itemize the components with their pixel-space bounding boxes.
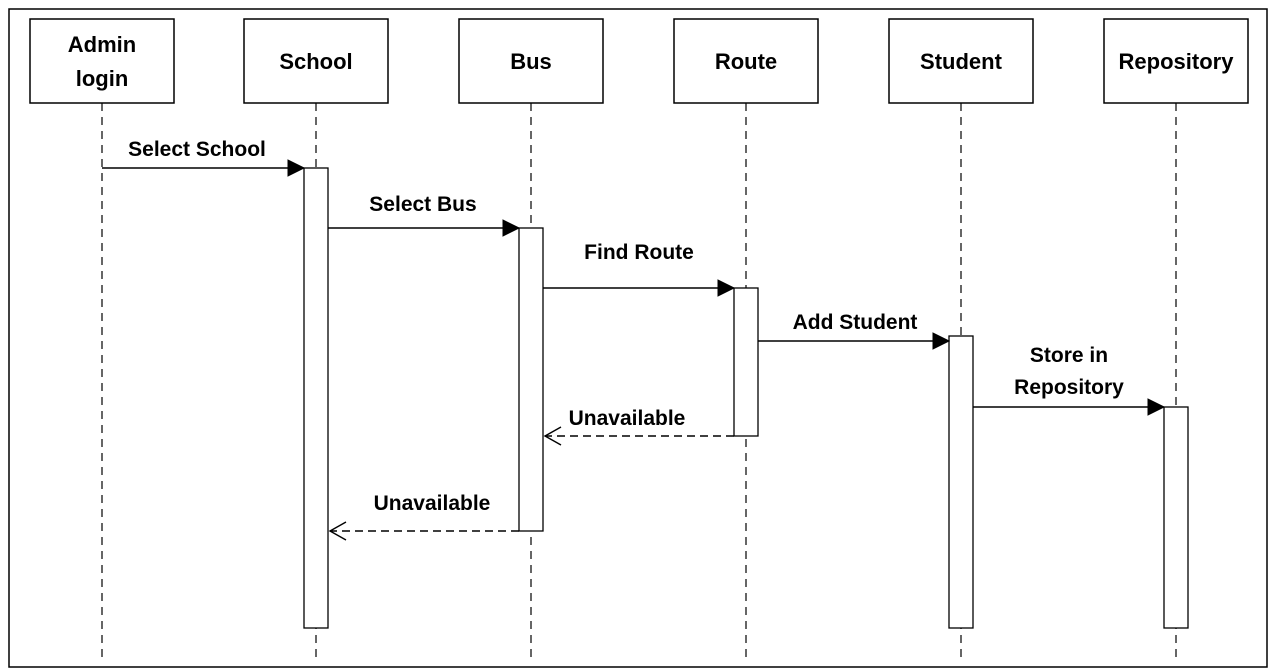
arrowhead-select-bus <box>502 219 521 237</box>
participant-student: Student <box>888 18 1034 104</box>
participant-label-school: School <box>279 49 352 74</box>
arrowhead-find-route <box>717 279 736 297</box>
participant-label-route: Route <box>715 49 777 74</box>
participant-school: School <box>243 18 389 104</box>
participant-repository: Repository <box>1103 18 1249 104</box>
participant-box-bus <box>458 18 604 104</box>
message-find-route: Find Route <box>543 241 736 297</box>
participant-label-repository: Repository <box>1119 49 1235 74</box>
participant-label-admin: Admin <box>68 32 136 57</box>
message-select-school: Select School <box>102 138 306 177</box>
arrowhead-store-in-repository <box>1147 398 1166 416</box>
participant-box-admin <box>29 18 175 104</box>
participant-box-route <box>673 18 819 104</box>
activation-bus <box>518 227 544 532</box>
open-arrowhead-route-unavailable <box>543 426 562 446</box>
message-select-bus: Select Bus <box>328 193 521 237</box>
participant-box-student <box>888 18 1034 104</box>
message-label-add-student: Add Student <box>793 311 918 334</box>
activation-route <box>733 287 759 437</box>
participant-label-admin: login <box>76 66 129 91</box>
activation-school <box>303 167 329 629</box>
activation-repository <box>1163 406 1189 629</box>
message-label-store-in-repository: Repository <box>1014 376 1124 399</box>
participant-box-repository <box>1103 18 1249 104</box>
diagram-frame <box>8 8 1268 668</box>
participant-label-student: Student <box>920 49 1003 74</box>
participant-label-bus: Bus <box>510 49 552 74</box>
message-label-route-unavailable: Unavailable <box>569 407 686 430</box>
message-label-select-bus: Select Bus <box>369 193 476 216</box>
open-arrowhead-bus-unavailable <box>328 521 347 541</box>
arrowhead-add-student <box>932 332 951 350</box>
message-store-in-repository: Store in Repository <box>973 344 1166 416</box>
participant-route: Route <box>673 18 819 104</box>
message-label-find-route: Find Route <box>584 241 694 264</box>
message-label-bus-unavailable: Unavailable <box>374 492 491 515</box>
message-bus-unavailable: Unavailable <box>328 492 519 541</box>
message-add-student: Add Student <box>758 311 951 350</box>
participant-admin: Admin login <box>29 18 175 104</box>
message-label-store-in-repository: Store in <box>1030 344 1108 367</box>
participant-bus: Bus <box>458 18 604 104</box>
message-label-select-school: Select School <box>128 138 266 161</box>
arrowhead-select-school <box>287 159 306 177</box>
activation-student <box>948 335 974 629</box>
message-route-unavailable: Unavailable <box>543 407 734 446</box>
participant-box-school <box>243 18 389 104</box>
